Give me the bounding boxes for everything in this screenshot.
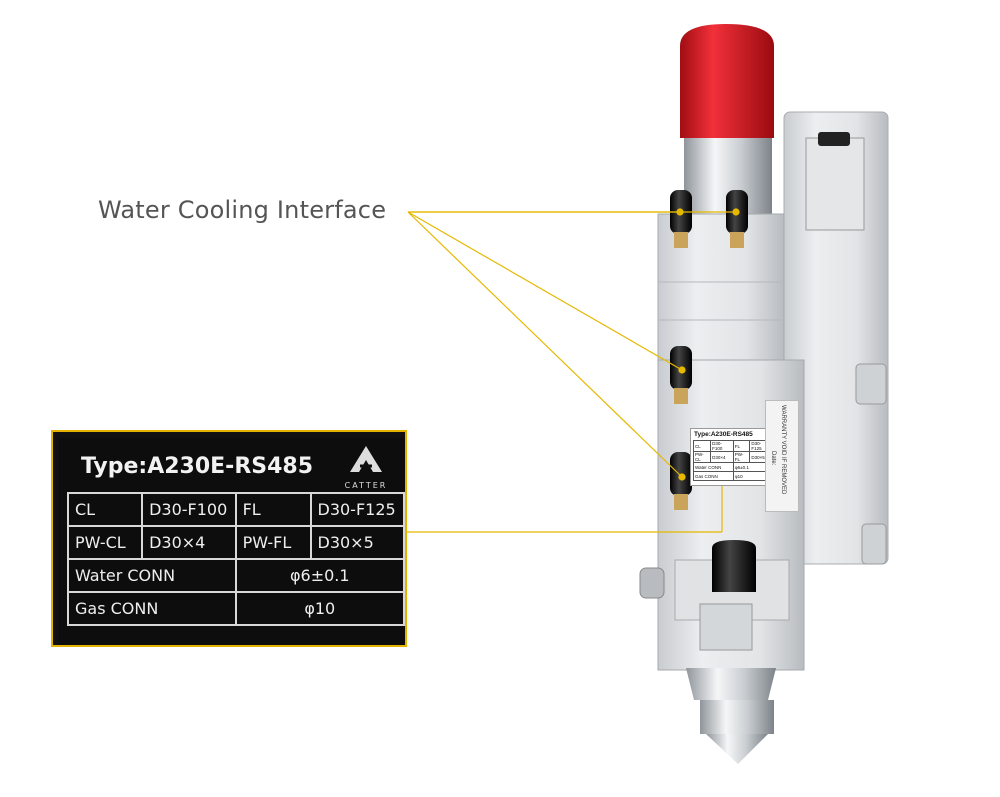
spec-cell: PW-FL bbox=[234, 525, 312, 560]
spec-table: CL D30-F100 FL D30-F125 PW-CL D30×4 PW-F… bbox=[66, 492, 405, 626]
nozzle-tip bbox=[706, 734, 768, 764]
warranty-date: Date: bbox=[770, 451, 776, 466]
gas-connector bbox=[712, 540, 756, 592]
small-label-type: Type:A230E-RS485 bbox=[694, 431, 753, 438]
knurled-knob bbox=[639, 567, 665, 599]
callout-lines bbox=[407, 208, 740, 533]
spec-row: CL D30-F100 FL D30-F125 bbox=[66, 492, 405, 527]
nameplate-zoom-inset: Type:A230E-RS485 CATTER CL D30-F100 FL D… bbox=[51, 430, 407, 647]
spec-cell: D30×4 bbox=[141, 525, 237, 560]
spec-cell: FL bbox=[234, 492, 312, 527]
spec-cell: Gas CONN bbox=[67, 591, 237, 626]
spec-cell: D30×5 bbox=[309, 525, 405, 560]
spec-cell: CL bbox=[66, 492, 144, 527]
connector-socket bbox=[818, 132, 850, 146]
warranty-text: WARRANTY VOID IF REMOVED bbox=[780, 405, 786, 495]
brand-logo: CATTER bbox=[341, 444, 391, 490]
spec-row: Water CONN φ6±0.1 bbox=[67, 558, 405, 593]
spec-cell: D30-F100 bbox=[141, 492, 237, 527]
water-cooling-callout: Water Cooling Interface bbox=[98, 196, 387, 224]
spec-cell: φ10 bbox=[234, 591, 405, 626]
catter-logo-icon bbox=[350, 446, 382, 472]
spec-row: PW-CL D30×4 PW-FL D30×5 bbox=[66, 525, 405, 560]
spec-cell: φ6±0.1 bbox=[234, 558, 405, 593]
red-protective-cap bbox=[680, 24, 774, 138]
spec-cell: Water CONN bbox=[67, 558, 237, 593]
motor-connector bbox=[805, 137, 865, 231]
brand-name: CATTER bbox=[344, 481, 388, 490]
nameplate-type: Type:A230E-RS485 bbox=[81, 454, 314, 479]
spec-row: Gas CONN φ10 bbox=[67, 591, 405, 626]
warranty-sticker: WARRANTY VOID IF REMOVED Date: bbox=[765, 400, 799, 512]
spec-cell: D30-F125 bbox=[309, 492, 405, 527]
spec-cell: PW-CL bbox=[66, 525, 144, 560]
